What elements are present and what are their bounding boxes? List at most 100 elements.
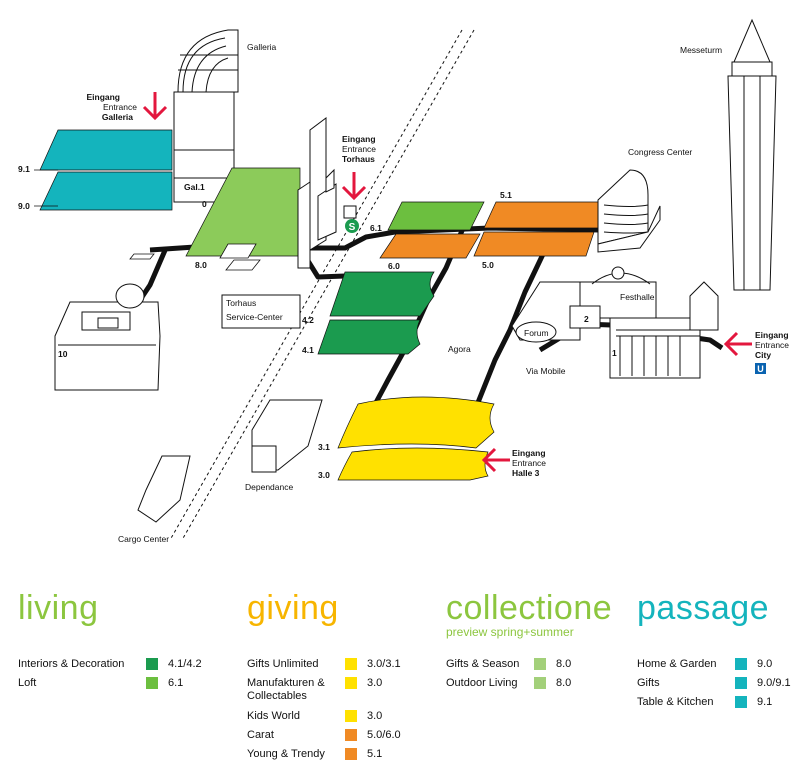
legend-passage: passage Home & Garden 9.0 Gifts 9.0/9.1 … (637, 588, 791, 708)
entrance-torhaus-line2: Entrance (342, 144, 376, 154)
legend-collectione: collectione preview spring+summer Gifts … (446, 588, 612, 689)
entrance-hall3-line3: Halle 3 (512, 468, 540, 478)
legend-swatch (345, 710, 357, 722)
dependance-building (251, 399, 323, 473)
hall-4[interactable] (317, 271, 435, 355)
entrance-hall-3: Eingang Entrance Halle 3 (481, 447, 546, 478)
forum-label: Forum (524, 328, 549, 338)
legend-row-value: 9.0 (757, 658, 773, 670)
legend-row-value: 3.0 (367, 677, 383, 689)
hall-10-building (54, 283, 161, 391)
hall-5-0-label: 5.0 (482, 260, 494, 270)
entrance-hall3-line1: Eingang (512, 448, 546, 458)
legend-row-value: 5.0/6.0 (367, 729, 401, 741)
legend-title: living (18, 589, 99, 627)
legend-title: passage (637, 589, 770, 627)
messeturm-building (727, 18, 777, 291)
legend-row-value: 4.1/4.2 (168, 658, 202, 670)
agora-label: Agora (448, 344, 471, 354)
hall-6-0-label: 6.0 (388, 261, 400, 271)
legend-swatch (345, 729, 357, 741)
entrance-torhaus: Eingang Entrance Torhaus (341, 134, 376, 201)
hall-1-building (609, 281, 719, 379)
entrance-city-line3: City (755, 350, 771, 360)
legend-swatch (345, 658, 357, 670)
congress-label: Congress Center (628, 147, 692, 157)
cargo-label: Cargo Center (118, 534, 169, 544)
hall-3[interactable] (337, 396, 495, 481)
legend-row-name: Kids World (247, 710, 300, 722)
legend-giving: giving Gifts Unlimited 3.0/3.1 Manufaktu… (247, 588, 401, 760)
gallery-0-label: 0 (202, 199, 207, 209)
entrance-arrow-icon (341, 172, 367, 201)
entrance-torhaus-line1: Eingang (342, 134, 376, 144)
legend-swatch (146, 677, 158, 689)
entrance-arrow-icon (481, 447, 510, 473)
hall-8-label: 8.0 (195, 260, 207, 270)
legend-row-value: 5.1 (367, 748, 383, 760)
legend-swatch (735, 696, 747, 708)
gallery-1-label: Gal.1 (184, 182, 205, 192)
legend-swatch (146, 658, 158, 670)
legend-row-name-2: Collectables (247, 690, 307, 702)
hall-10-label: 10 (58, 349, 68, 359)
hall-9[interactable] (34, 129, 173, 211)
legend-row-name: Gifts (637, 677, 660, 689)
railway-line (169, 29, 475, 541)
hall-3-1-label: 3.1 (318, 442, 330, 452)
legend-row-name: Loft (18, 677, 37, 689)
legend-swatch (345, 748, 357, 760)
legend-subtitle: preview spring+summer (446, 625, 574, 639)
galleria-building (173, 29, 239, 203)
hall-9-1-label: 9.1 (18, 164, 30, 174)
entrance-arrow-icon (142, 92, 168, 121)
hall-5-1-label: 5.1 (500, 190, 512, 200)
hall-4-1-label: 4.1 (302, 345, 314, 355)
hall-6[interactable] (379, 201, 485, 259)
festhalle-label: Festhalle (620, 292, 655, 302)
hall-5[interactable] (473, 201, 605, 257)
s-bahn-icon: S (345, 219, 359, 233)
legend-row-name: Table & Kitchen (637, 696, 714, 708)
congress-center-building (597, 169, 661, 253)
entrance-torhaus-line3: Torhaus (342, 154, 375, 164)
entrance-galleria-line2: Entrance (103, 102, 137, 112)
legend-row-name: Home & Garden (637, 658, 717, 670)
legend-row-name: Outdoor Living (446, 677, 518, 689)
cargo-center-building (137, 455, 191, 523)
legend-row-name: Gifts & Season (446, 658, 520, 670)
torhaus-label-1: Torhaus (226, 298, 256, 308)
hall-3-0-label: 3.0 (318, 470, 330, 480)
legend-swatch (534, 658, 546, 670)
via-mobile-label: Via Mobile (526, 366, 566, 376)
torhaus-service-center (221, 294, 301, 329)
u-bahn-icon: U (755, 363, 766, 374)
legend-swatch (534, 677, 546, 689)
legend-row-name: Gifts Unlimited (247, 658, 319, 670)
entrance-arrow-icon (723, 331, 752, 357)
legend-row-name: Young & Trendy (247, 748, 325, 760)
entrance-galleria: Eingang Entrance Galleria (86, 92, 168, 122)
hall-2-label: 2 (584, 314, 589, 324)
dependance-label: Dependance (245, 482, 293, 492)
hall-6-1-label: 6.1 (370, 223, 382, 233)
entrance-city: Eingang Entrance City U (723, 330, 789, 374)
hall-4-2-label: 4.2 (302, 315, 314, 325)
torhaus-label-2: Service-Center (226, 312, 283, 322)
legend-row-value: 9.0/9.1 (757, 677, 791, 689)
legend-row-value: 8.0 (556, 677, 572, 689)
legend-row-name: Carat (247, 729, 274, 741)
hall-1-label: 1 (612, 348, 617, 358)
entrance-galleria-line3: Galleria (102, 112, 133, 122)
legend-row-name: Interiors & Decoration (18, 658, 125, 670)
legend-row-name: Manufakturen & (247, 677, 325, 689)
svg-text:U: U (757, 364, 764, 374)
hall-9-0-label: 9.0 (18, 201, 30, 211)
legend-row-value: 3.0 (367, 710, 383, 722)
fairground-map: Galleria 9.1 9.0 Gal.1 0 Eingang Entranc… (18, 18, 789, 544)
legend-swatch (735, 677, 747, 689)
festhalle-building (569, 266, 657, 329)
messeturm-label: Messeturm (680, 45, 722, 55)
legend-row-value: 3.0/3.1 (367, 658, 401, 670)
svg-text:S: S (349, 222, 356, 233)
